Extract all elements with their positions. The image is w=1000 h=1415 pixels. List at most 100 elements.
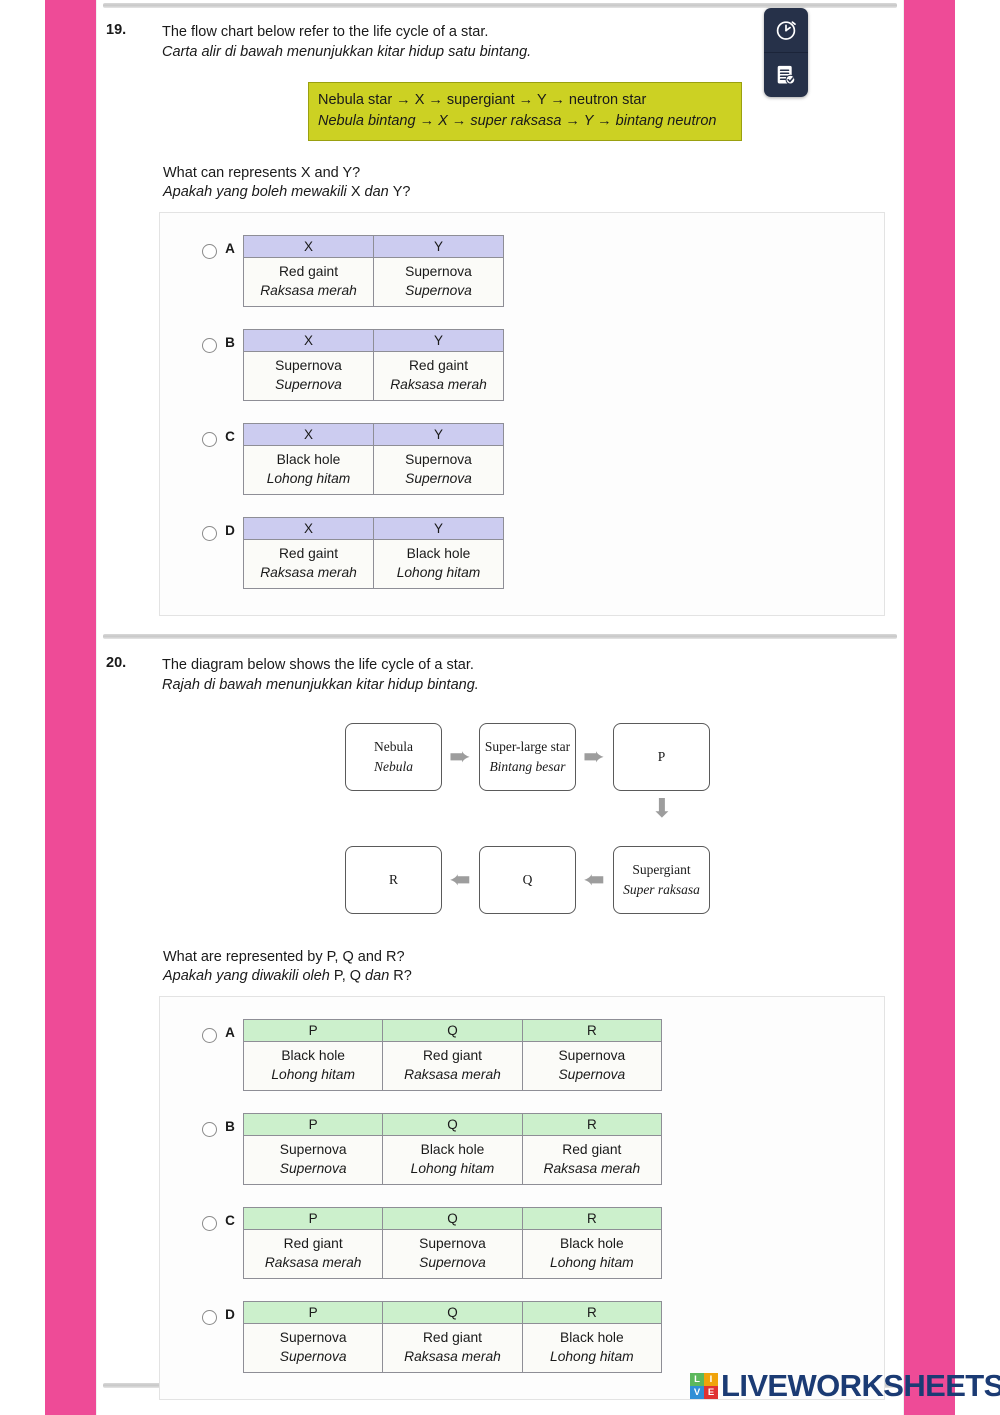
cell-p-en: Supernova — [279, 1142, 347, 1157]
cell-y-ms: Supernova — [405, 471, 472, 486]
option-letter-20-b: B — [225, 1119, 235, 1134]
diagram-box-superlarge-ms: Bintang besar — [489, 759, 566, 774]
worksheet-sheet: 19. The flow chart below refer to the li… — [97, 0, 903, 1415]
cell-q-ms: Lohong hitam — [410, 1161, 495, 1176]
cell-q-ms: Raksasa merah — [404, 1067, 501, 1082]
option-letter-20-c: C — [225, 1213, 235, 1228]
col-header-y: Y — [373, 423, 504, 446]
cell-x: Supernova Supernova — [243, 351, 374, 401]
table-row: Black hole Lohong hitam Supernova Supern… — [243, 445, 504, 495]
submit-button[interactable] — [764, 52, 808, 97]
cell-q-en: Red giant — [422, 1330, 483, 1345]
option-row-19-b[interactable]: B X Y Supernova Supernova — [160, 329, 884, 401]
arrow-down-icon: ⬇ — [651, 793, 673, 823]
top-divider — [103, 3, 897, 8]
col-header-p: P — [242, 1113, 384, 1136]
prompt-ms-part-b: dan — [361, 968, 394, 984]
option-row-20-c[interactable]: C P Q R Red giant Raksasa merah — [160, 1207, 884, 1279]
col-header-q: Q — [382, 1207, 523, 1230]
col-header-y: Y — [373, 235, 504, 258]
cell-p: Black hole Lohong hitam — [242, 1041, 384, 1091]
cell-r-en: Black hole — [560, 1236, 624, 1251]
diagram-box-superlarge: Super-large star Bintang besar — [479, 723, 576, 791]
cell-x-en: Red gaint — [278, 264, 339, 279]
diagram-box-superlarge-en: Super-large star — [484, 739, 571, 754]
table-header-row: P Q R — [242, 1019, 663, 1042]
cell-y-ms: Supernova — [405, 283, 472, 298]
star-lifecycle-diagram: Nebula Nebula ➨ Super-large star Bintang… — [97, 713, 903, 925]
cell-q-en: Supernova — [419, 1236, 486, 1251]
liveworksheets-logo[interactable]: L I V E LIVEWORKSHEETS — [690, 1368, 1000, 1404]
cell-q: Supernova Supernova — [382, 1229, 523, 1279]
option-table-20-d: P Q R Supernova Supernova Red giant R — [242, 1301, 663, 1373]
option-letter-20-a: A — [225, 1025, 235, 1040]
cell-y-ms: Lohong hitam — [396, 565, 481, 580]
timer-icon — [776, 21, 796, 40]
cell-x-ms: Lohong hitam — [266, 471, 351, 486]
cell-q-en: Red giant — [422, 1048, 483, 1063]
option-letter-19-d: D — [225, 523, 235, 538]
liveworksheets-wordmark: LIVEWORKSHEETS — [721, 1368, 1000, 1403]
question-19-answer-area: A X Y Red gaint Raksasa merah — [159, 212, 885, 616]
cell-r-en: Red giant — [562, 1142, 622, 1157]
radio-19-c[interactable] — [202, 432, 217, 447]
cell-q-ms: Raksasa merah — [404, 1349, 501, 1364]
option-row-19-c[interactable]: C X Y Black hole Lohong hitam — [160, 423, 884, 495]
option-table-19-a: X Y Red gaint Raksasa merah Supernova Su… — [243, 235, 504, 307]
radio-20-a[interactable] — [202, 1028, 217, 1043]
right-page-edge-bar — [903, 0, 955, 1415]
radio-19-b[interactable] — [202, 338, 217, 353]
diagram-box-p: P — [613, 723, 710, 791]
question-20-header: 20. The diagram below shows the life cyc… — [97, 655, 903, 695]
prompt-ms-var-pq: P, Q — [333, 968, 362, 984]
diagram-box-nebula-en: Nebula — [374, 739, 413, 754]
diagram-box-supergiant: Supergiant Super raksasa — [613, 846, 710, 914]
prompt-ms-part-a: Apakah yang boleh mewakili — [163, 184, 351, 200]
cell-r-ms: Supernova — [558, 1067, 626, 1082]
cell-x-en: Supernova — [275, 358, 342, 373]
table-header-row: P Q R — [242, 1207, 663, 1230]
col-header-r: R — [521, 1301, 663, 1324]
arrow-right-icon-1: ➨ — [449, 741, 471, 771]
question-19-stem-ms: Carta alir di bawah menunjukkan kitar hi… — [162, 44, 532, 60]
radio-20-c[interactable] — [202, 1216, 217, 1231]
timer-button[interactable] — [764, 8, 808, 52]
radio-19-d[interactable] — [202, 526, 217, 541]
cell-y: Supernova Supernova — [373, 257, 504, 307]
option-row-19-a[interactable]: A X Y Red gaint Raksasa merah — [160, 235, 884, 307]
option-letter-19-a: A — [225, 241, 235, 256]
logo-square-l: L — [690, 1373, 704, 1386]
col-header-r: R — [521, 1207, 663, 1230]
arrow-left-icon-1: ➨ — [449, 864, 471, 894]
radio-20-d[interactable] — [202, 1310, 217, 1325]
diagram-box-q: Q — [479, 846, 576, 914]
cell-q-en: Black hole — [420, 1142, 485, 1157]
prompt-ms-var-x: X — [350, 184, 361, 200]
option-row-20-a[interactable]: A P Q R Black hole Lohong hitam — [160, 1019, 884, 1091]
diagram-box-nebula-ms: Nebula — [374, 759, 413, 774]
radio-20-b[interactable] — [202, 1122, 217, 1137]
cell-x: Red gaint Raksasa merah — [243, 257, 374, 307]
option-table-20-b: P Q R Supernova Supernova Black hole — [242, 1113, 663, 1185]
option-row-19-d[interactable]: D X Y Red gaint Raksasa merah — [160, 517, 884, 589]
option-row-20-b[interactable]: B P Q R Supernova Supernova — [160, 1113, 884, 1185]
flow-line-en: Nebula star → X → supergiant → Y → neutr… — [318, 92, 647, 108]
worksheet-toolbar — [764, 8, 808, 97]
cell-p-en: Supernova — [279, 1330, 347, 1345]
cell-y-ms: Raksasa merah — [390, 377, 487, 392]
question-19-prompt-en: What can represents X and Y? — [163, 165, 361, 181]
cell-r: Supernova Supernova — [521, 1041, 663, 1091]
col-header-x: X — [243, 235, 374, 258]
option-table-19-c: X Y Black hole Lohong hitam Supernova Su… — [243, 423, 504, 495]
question-20-number: 20. — [106, 655, 127, 671]
cell-r-ms: Lohong hitam — [550, 1349, 634, 1364]
submit-checklist-icon — [777, 65, 796, 85]
cell-r: Red giant Raksasa merah — [521, 1135, 663, 1185]
radio-19-a[interactable] — [202, 244, 217, 259]
table-header-row: P Q R — [242, 1301, 663, 1324]
cell-q: Red giant Raksasa merah — [382, 1041, 523, 1091]
left-page-edge-bar — [45, 0, 97, 1415]
option-row-20-d[interactable]: D P Q R Supernova Supernova — [160, 1301, 884, 1373]
col-header-x: X — [243, 329, 374, 352]
